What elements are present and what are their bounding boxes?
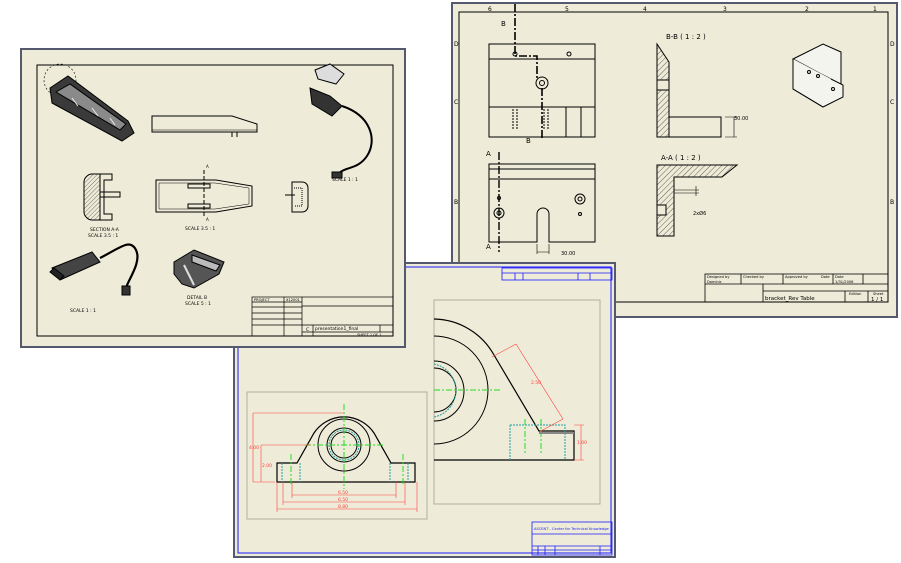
dimension-height-total: 4.00 bbox=[249, 445, 259, 451]
dimension-slot: 30.00 bbox=[561, 251, 575, 257]
project-label: PROJECT bbox=[254, 298, 270, 302]
front-view[interactable] bbox=[276, 404, 416, 489]
date-value: 1/31/2006 bbox=[835, 280, 854, 284]
date-label: Date bbox=[821, 275, 830, 279]
section-view-bb[interactable] bbox=[656, 42, 722, 138]
section-title-aa: A-A ( 1 : 2 ) bbox=[661, 154, 701, 162]
section-view-aa[interactable] bbox=[83, 173, 121, 221]
top-view[interactable] bbox=[488, 4, 596, 138]
section-title-bb: B-B ( 1 : 2 ) bbox=[666, 33, 706, 41]
title-block bbox=[251, 296, 394, 337]
zone-label: 4 bbox=[643, 6, 647, 13]
connector-drawing: SCALE 1 : 1 SECTION A-A SCALE 3.5 : 1 A … bbox=[36, 63, 394, 337]
zone-label: C bbox=[890, 99, 894, 106]
zone-label: 1 bbox=[873, 6, 877, 13]
scale-label: SCALE 1 : 1 bbox=[70, 308, 96, 314]
checked-by-label: Checked by bbox=[743, 275, 765, 279]
zone-label: C bbox=[454, 99, 458, 106]
section-marker-a: A bbox=[206, 217, 209, 222]
sheet-number: 1 / 1 bbox=[871, 297, 883, 303]
section-marker-a: A bbox=[486, 150, 491, 158]
housing-3d-view[interactable] bbox=[43, 63, 135, 142]
dimension-holes: 2xØ6 bbox=[693, 210, 706, 217]
view-frame-front bbox=[246, 391, 428, 520]
designed-by-value: Dominic bbox=[707, 280, 722, 284]
detail-view-b[interactable] bbox=[173, 249, 225, 289]
detail-scale: SCALE 5 : 1 bbox=[185, 301, 211, 307]
section-marker-a: A bbox=[486, 243, 491, 251]
part-number: X12001 bbox=[286, 298, 300, 302]
front-dimensions bbox=[252, 412, 418, 512]
date-label: Date bbox=[835, 275, 844, 279]
company-name: ASCENT - Center for Technical Knowledge bbox=[534, 527, 609, 531]
sheet-label: Sheet bbox=[873, 292, 884, 296]
dimension-mid-width: 6.50 bbox=[338, 497, 348, 503]
zone-label: 3 bbox=[723, 6, 727, 13]
title-block bbox=[531, 521, 613, 556]
scale-label: SCALE 1 : 1 bbox=[332, 177, 358, 183]
dimension-inner-width: 6.50 bbox=[338, 490, 348, 496]
scale-label: SCALE 3.5 : 1 bbox=[185, 226, 215, 232]
sheet-inner-border bbox=[458, 11, 889, 303]
zone-label: B bbox=[890, 199, 894, 206]
pillow-block-drawing: 4.00 2.00 6.50 6.50 8.80 2.50 1.00 ASCEN… bbox=[237, 266, 613, 556]
top-view[interactable] bbox=[155, 170, 253, 218]
section-marker-b: B bbox=[526, 137, 531, 145]
bracket-drawing: 6 5 4 3 2 1 D C B D C B B B A A 30.00 bbox=[454, 4, 895, 303]
connector-3d-view[interactable] bbox=[309, 63, 373, 179]
section-title: SECTION A-A bbox=[90, 227, 120, 233]
section-marker-b: B bbox=[501, 20, 506, 28]
zone-label: 2 bbox=[805, 6, 809, 13]
detail-view[interactable] bbox=[434, 318, 584, 461]
zone-label: 6 bbox=[488, 6, 492, 13]
zone-labels: 6 5 4 3 2 1 D C B D C B bbox=[454, 6, 895, 206]
section-scale: SCALE 3.5 : 1 bbox=[88, 233, 118, 239]
cable-3d-view[interactable] bbox=[49, 243, 139, 296]
section-marker-a: A bbox=[206, 164, 209, 169]
dimension-slope-length: 2.50 bbox=[531, 380, 541, 386]
side-view[interactable] bbox=[151, 115, 258, 137]
drawing-name: bracket_Rev Table bbox=[765, 296, 815, 302]
zone-label: 5 bbox=[565, 6, 569, 13]
approved-by-label: Approved by bbox=[785, 275, 809, 279]
edition-label: Edition bbox=[849, 292, 861, 296]
drawing-name: presentation1_final bbox=[315, 326, 358, 332]
end-view[interactable] bbox=[285, 181, 309, 213]
dimension-height: 30.00 bbox=[734, 116, 748, 122]
zone-label: D bbox=[454, 41, 459, 48]
title-block bbox=[704, 273, 889, 303]
top-title-bar bbox=[501, 267, 613, 281]
detail-title: DETAIL B bbox=[187, 295, 207, 301]
designed-by-label: Designed by bbox=[707, 275, 730, 279]
sheet-size: C bbox=[306, 327, 309, 333]
dimension-foot-height: 1.00 bbox=[577, 440, 587, 446]
dimension-overall-width: 8.80 bbox=[338, 504, 348, 510]
zone-label: B bbox=[454, 199, 458, 206]
bracket-3d-view[interactable] bbox=[791, 43, 844, 108]
view-frame-detail bbox=[433, 299, 601, 505]
sheet-frame bbox=[237, 266, 612, 554]
sheet-inner-border bbox=[36, 64, 394, 337]
sheet-number: SHEET 1 OF 1 bbox=[357, 333, 382, 337]
dimension-height-base: 2.00 bbox=[262, 463, 272, 469]
drawing-sheet-connector[interactable]: SCALE 1 : 1 SECTION A-A SCALE 3.5 : 1 A … bbox=[20, 48, 406, 348]
front-view[interactable] bbox=[488, 152, 596, 254]
zone-label: D bbox=[890, 41, 895, 48]
section-view-aa[interactable] bbox=[656, 164, 739, 237]
